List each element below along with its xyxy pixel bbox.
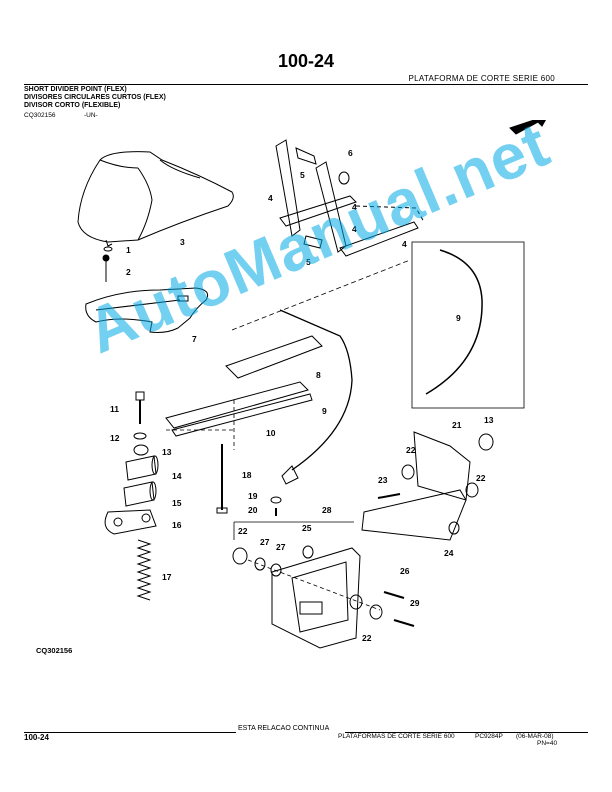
washer-shape [103, 246, 113, 252]
callout-25: 25 [302, 523, 312, 533]
callout-1: 1 [126, 245, 131, 255]
callout-4c: 4 [352, 224, 357, 234]
callout-23: 23 [378, 475, 388, 485]
spring-shape [136, 539, 152, 601]
title-spanish: DIVISOR CORTO (FLEXIBLE) [24, 102, 121, 109]
continues-notice: ESTA RELACAO CONTINUA [238, 725, 330, 732]
callout-22c: 22 [238, 526, 248, 536]
callout-3: 3 [180, 237, 185, 247]
link-arm-left-shape [275, 139, 301, 237]
footer-pn: PN=40 [537, 740, 558, 747]
header-rule [24, 84, 588, 85]
callout-22d: 22 [362, 633, 372, 643]
figure-id: CQ302156 [24, 112, 56, 119]
continues-rule-left [24, 732, 236, 733]
series-title: PLATAFORMA DE CORTE SERIE 600 [408, 74, 555, 83]
bushing-shape [125, 455, 157, 481]
callout-4a: 4 [268, 193, 273, 203]
callout-15: 15 [172, 498, 182, 508]
callout-19: 19 [248, 491, 258, 501]
callout-14: 14 [172, 471, 182, 481]
section-titles: SHORT DIVIDER POINT (FLEX) DIVISORES CIR… [24, 86, 166, 110]
figure-un-label: -UN- [84, 112, 98, 119]
callout-28: 28 [322, 505, 332, 515]
link-plate-shape [104, 509, 157, 535]
callout-18: 18 [242, 470, 252, 480]
callout-22a: 22 [406, 445, 416, 455]
callout-7: 7 [192, 334, 197, 344]
parts-diagram: 1 2 3 4 4 4 4 5 5 6 7 8 9 9 10 11 12 13 … [77, 120, 547, 649]
page-number-top: 100-24 [277, 51, 335, 71]
divider-cover-shape [77, 151, 234, 243]
title-portuguese: DIVISORES CIRCULARES CURTOS (FLEX) [24, 94, 166, 101]
hose-box [411, 241, 525, 409]
callout-9a: 9 [456, 313, 461, 323]
callout-2: 2 [126, 267, 131, 277]
direction-arrow-icon [509, 120, 547, 135]
hose-shape [425, 249, 483, 395]
footer-series-title: PLATAFORMAS DE CORTE SERIE 600 [338, 733, 455, 740]
callout-12: 12 [110, 433, 120, 443]
callout-21: 21 [452, 420, 462, 430]
callout-5a: 5 [300, 170, 305, 180]
callout-8: 8 [316, 370, 321, 380]
callout-10: 10 [266, 428, 276, 438]
title-english: SHORT DIVIDER POINT (FLEX) [24, 86, 127, 93]
callout-4d: 4 [402, 239, 407, 249]
bracket-28-shape [271, 547, 361, 649]
callout-5b: 5 [306, 257, 311, 267]
callout-11: 11 [110, 404, 119, 414]
footer-date: (06-MAR-08) [516, 733, 554, 740]
callout-29: 29 [410, 598, 420, 608]
callout-27a: 27 [260, 537, 270, 547]
skid-shoe-shape [85, 287, 209, 333]
callout-9b: 9 [322, 406, 327, 416]
callout-26: 26 [400, 566, 410, 576]
washer-12-shape [133, 432, 147, 440]
bracket-21-shape [413, 431, 471, 501]
callout-22b: 22 [476, 473, 486, 483]
callout-20: 20 [248, 505, 258, 515]
callout-6: 6 [348, 148, 353, 158]
callout-13b: 13 [484, 415, 494, 425]
callout-24: 24 [444, 548, 454, 558]
callout-16: 16 [172, 520, 182, 530]
callout-27b: 27 [276, 542, 286, 552]
page-number-bottom: 100-24 [24, 733, 49, 742]
footer-publication-code: PC9284P [475, 733, 503, 740]
lower-arm-shape [165, 381, 309, 429]
callout-4b: 4 [352, 202, 357, 212]
callout-17: 17 [162, 572, 172, 582]
nut-shape [338, 171, 350, 185]
continues-rule-right [345, 732, 588, 733]
figure-id-bottom: CQ302156 [36, 646, 73, 655]
callout-13a: 13 [162, 447, 172, 457]
